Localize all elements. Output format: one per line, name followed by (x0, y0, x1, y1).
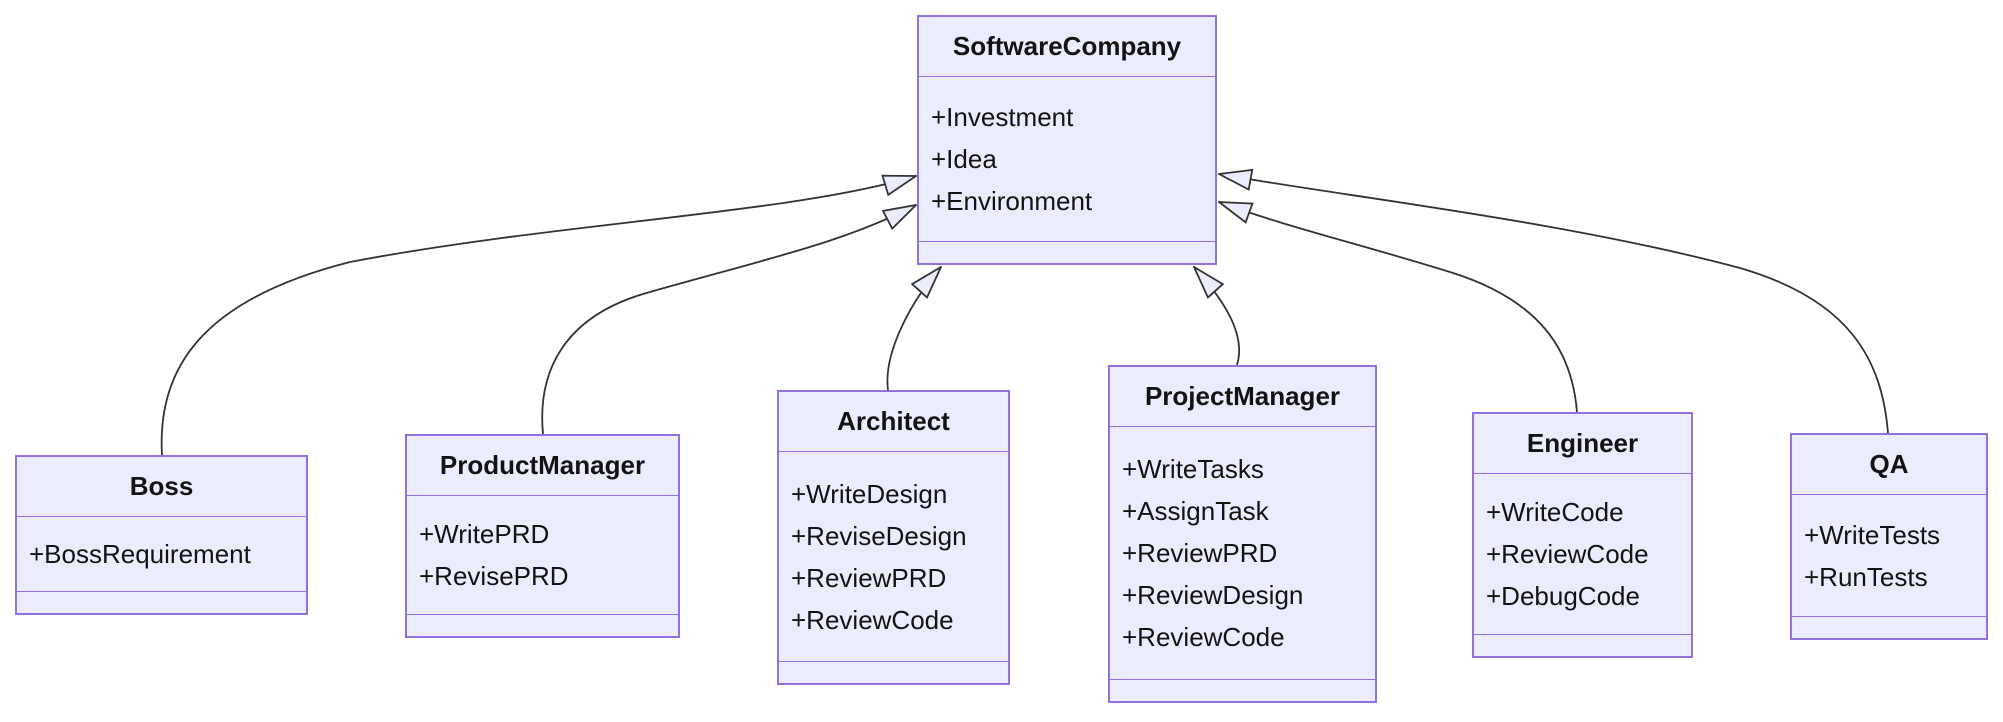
class-methods-empty (1792, 616, 1986, 638)
class-attribute: +ReviewCode (1486, 539, 1649, 569)
class-node-softwarecompany: SoftwareCompany +Investment +Idea +Envir… (917, 15, 1217, 265)
class-title: SoftwareCompany (919, 17, 1215, 77)
class-attribute: +BossRequirement (29, 539, 251, 569)
edge-projectmanager-to-softwarecompany (1194, 267, 1240, 366)
class-title: Boss (17, 457, 306, 517)
class-attribute: +Environment (931, 186, 1093, 216)
edge-architect-to-softwarecompany (886, 267, 941, 391)
class-methods-empty (1110, 679, 1375, 701)
class-attribute: +WriteDesign (791, 478, 948, 509)
class-title: Engineer (1474, 414, 1691, 474)
class-attributes: +WriteTasks +AssignTask +ReviewPRD +Revi… (1110, 427, 1375, 679)
edge-boss-to-softwarecompany (160, 176, 916, 456)
class-attribute: +ReviewCode (1122, 622, 1285, 652)
class-methods-empty (919, 241, 1215, 263)
class-attribute: +WriteCode (1486, 497, 1624, 527)
class-node-engineer: Engineer +WriteCode +ReviewCode +DebugCo… (1472, 412, 1693, 658)
class-attributes: +Investment +Idea +Environment (919, 77, 1215, 241)
class-methods-empty (17, 591, 306, 613)
class-attribute: +DebugCode (1486, 581, 1640, 611)
class-attribute: +ReviewCode (791, 604, 954, 635)
class-title: ProductManager (407, 436, 678, 496)
class-node-projectmanager: ProjectManager +WriteTasks +AssignTask +… (1108, 365, 1377, 703)
class-attribute: +Idea (931, 144, 997, 174)
class-attribute: +ReviseDesign (791, 520, 967, 551)
class-title: ProjectManager (1110, 367, 1375, 427)
class-methods-empty (407, 614, 678, 636)
class-node-architect: Architect +WriteDesign +ReviseDesign +Re… (777, 390, 1010, 685)
class-attributes: +WritePRD +RevisePRD (407, 496, 678, 614)
class-title: QA (1792, 435, 1986, 495)
class-methods-empty (1474, 634, 1691, 656)
class-attribute: +WriteTests (1804, 519, 1941, 550)
class-attribute: +WritePRD (419, 519, 550, 549)
class-attribute: +ReviewPRD (1122, 538, 1278, 568)
class-methods-empty (779, 661, 1008, 683)
edge-productmanager-to-softwarecompany (541, 205, 916, 435)
class-attribute: +RevisePRD (419, 561, 569, 591)
class-attributes: +WriteCode +ReviewCode +DebugCode (1474, 474, 1691, 634)
class-attribute: +ReviewDesign (1122, 580, 1304, 610)
class-node-qa: QA +WriteTests +RunTests (1790, 433, 1988, 640)
class-attribute: +RunTests (1804, 561, 1928, 592)
edge-engineer-to-softwarecompany (1219, 202, 1578, 413)
edge-qa-to-softwarecompany (1219, 174, 1889, 434)
class-title: Architect (779, 392, 1008, 452)
class-attribute: +Investment (931, 102, 1074, 132)
class-attributes: +WriteTests +RunTests (1792, 495, 1986, 616)
class-attribute: +AssignTask (1122, 496, 1269, 526)
class-attribute: +WriteTasks (1122, 454, 1264, 484)
class-attributes: +WriteDesign +ReviseDesign +ReviewPRD +R… (779, 452, 1008, 661)
class-node-boss: Boss +BossRequirement (15, 455, 308, 615)
class-attribute: +ReviewPRD (791, 562, 947, 593)
class-node-productmanager: ProductManager +WritePRD +RevisePRD (405, 434, 680, 638)
class-attributes: +BossRequirement (17, 517, 306, 591)
